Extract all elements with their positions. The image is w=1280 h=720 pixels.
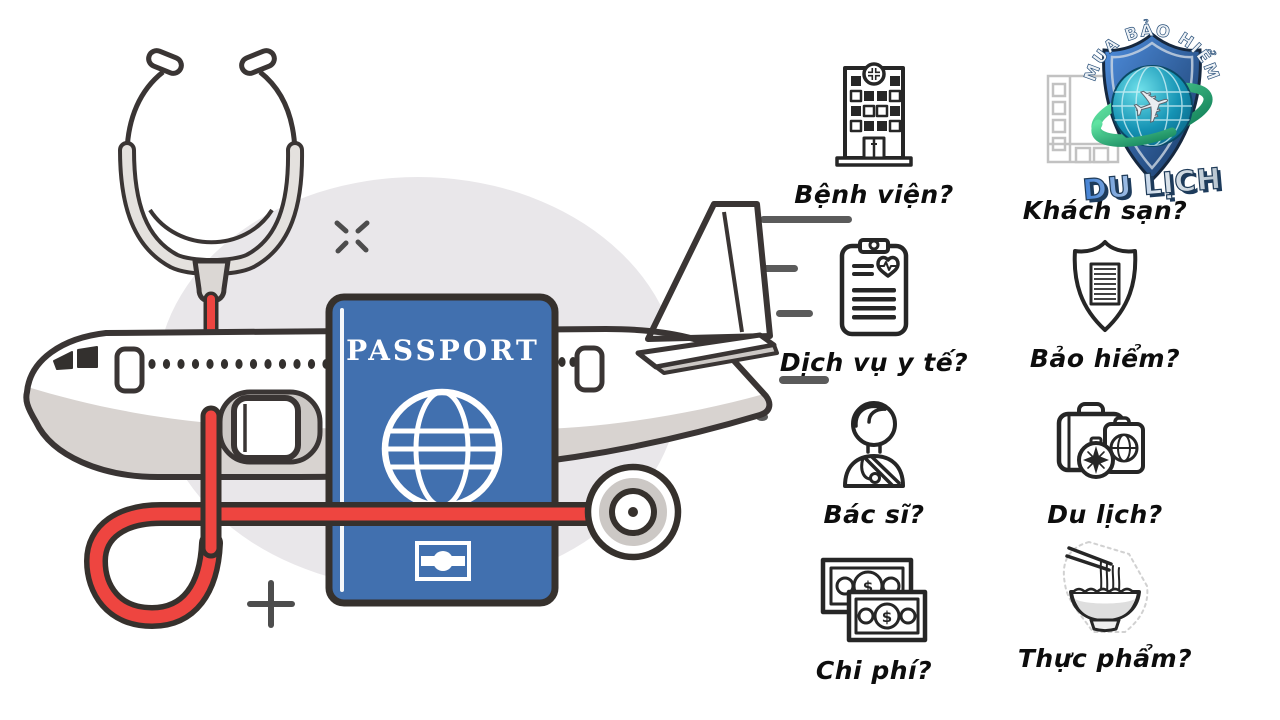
- engine: [231, 395, 301, 461]
- svg-text:$: $: [882, 608, 892, 626]
- question-label-hotel: Khách sạn?: [1022, 196, 1188, 225]
- insurance-shield-icon: [1072, 240, 1138, 332]
- brand-logo: ✈ MUA BẢO HIỂM DU LỊCH DU LỊCH: [1080, 18, 1226, 210]
- money-icon: $ $: [820, 557, 928, 643]
- question-label-cost: Chi phí?: [815, 656, 933, 685]
- rear-door: [574, 345, 605, 393]
- question-label-food: Thực phẩm?: [1017, 644, 1193, 673]
- question-label-hospital: Bệnh viện?: [794, 180, 954, 209]
- hospital-icon: [835, 62, 913, 167]
- question-item-travel: Du lịch?: [1000, 398, 1210, 529]
- front-door: [114, 346, 145, 394]
- question-item-insurance: Bảo hiểm?: [1000, 238, 1210, 373]
- svg-text:$: $: [863, 578, 873, 596]
- noodle-bowl-icon: [1062, 540, 1149, 633]
- hotel-icon: [1046, 74, 1120, 164]
- question-item-doctor: Bác sĩ?: [764, 400, 984, 529]
- question-item-food: Thực phẩm?: [1000, 540, 1210, 673]
- tail-fin: [645, 201, 773, 342]
- luggage-icon: [1056, 402, 1145, 479]
- medical-report-icon: [839, 238, 909, 337]
- passport-emblem: [415, 541, 471, 581]
- question-item-cost: $ $ Chi phí?: [764, 556, 984, 685]
- plus-icon: [247, 580, 295, 628]
- passport-illustration: PASSPORT: [325, 293, 559, 607]
- stethoscope-chestpiece: [584, 463, 682, 561]
- question-label-insurance: Bảo hiểm?: [1029, 344, 1181, 373]
- logo-bottom-text: DU LỊCH: [1081, 161, 1223, 207]
- question-item-hospital: Bệnh viện?: [764, 58, 984, 209]
- question-item-medical-services: Dịch vụ y tế?: [764, 238, 984, 377]
- passport-title: PASSPORT: [346, 334, 540, 367]
- stethoscope-tube-lower: [83, 405, 609, 630]
- stethoscope-icon: [118, 48, 305, 304]
- question-label-medical-services: Dịch vụ y tế?: [779, 348, 969, 377]
- cockpit-window: [53, 351, 73, 370]
- sparkle-icon: [334, 220, 370, 254]
- question-item-hotel: Khách sạn?: [1000, 186, 1210, 225]
- doctor-icon: [843, 401, 905, 488]
- question-label-doctor: Bác sĩ?: [823, 500, 925, 529]
- cockpit-window: [77, 346, 98, 368]
- question-label-travel: Du lịch?: [1047, 500, 1163, 529]
